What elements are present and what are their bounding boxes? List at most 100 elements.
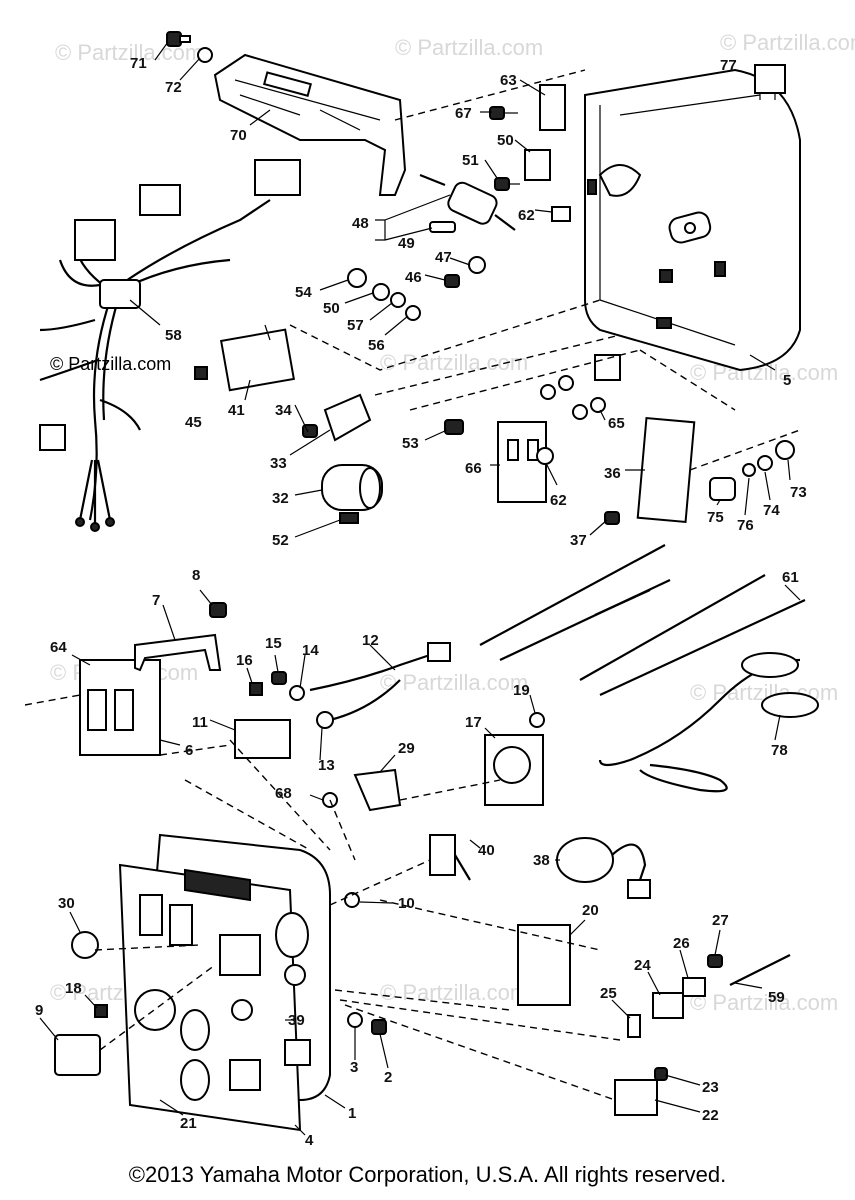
- callout-labels: 71 72 70 63 77 67 50 51 48 49 62 47 46 5…: [35, 55, 807, 1149]
- callout-75: 75: [707, 509, 724, 526]
- callout-46: 46: [405, 269, 422, 286]
- nut-65: [572, 404, 588, 420]
- callout-5: 5: [783, 372, 791, 389]
- screw-37: [604, 511, 620, 525]
- washer-56: [405, 305, 421, 321]
- callout-74: 74: [763, 502, 780, 519]
- washer-72: [197, 47, 213, 63]
- callout-50: 50: [497, 132, 514, 149]
- screw-67: [489, 106, 518, 120]
- callout-62: 62: [518, 207, 535, 224]
- callout-65: 65: [608, 415, 625, 432]
- washer-50: [372, 283, 390, 301]
- screw-45: [194, 366, 208, 380]
- callout-20: 20: [582, 902, 599, 919]
- receptacle-66: [497, 421, 547, 503]
- relay-77: [754, 64, 786, 100]
- switch-29: [353, 768, 402, 812]
- callout-30: 30: [58, 895, 75, 912]
- watermark-text: © Partzilla.com: [690, 990, 838, 1015]
- callout-15: 15: [265, 635, 282, 652]
- callout-21: 21: [180, 1115, 197, 1132]
- callout-56: 56: [368, 337, 385, 354]
- cable-78: [598, 652, 819, 793]
- nut-65: [540, 384, 556, 400]
- callout-32: 32: [272, 490, 289, 507]
- callout-67: 67: [455, 105, 472, 122]
- bracket-33: [323, 393, 372, 442]
- callout-9: 9: [35, 1002, 43, 1019]
- washer-3: [347, 1012, 363, 1028]
- lamp-14: [289, 685, 305, 701]
- receptacle-20: [517, 924, 571, 1006]
- callout-18: 18: [65, 980, 82, 997]
- callout-leaders: [39, 41, 801, 1136]
- callout-2: 2: [384, 1069, 392, 1086]
- circuit-breaker-64: [79, 659, 161, 756]
- screw-15: [271, 671, 287, 685]
- callout-22: 22: [702, 1107, 719, 1124]
- screw-23: [654, 1067, 668, 1081]
- knob-30: [71, 931, 99, 959]
- control-box-housing: [584, 68, 801, 372]
- washer-47: [468, 256, 486, 274]
- callout-77: 77: [720, 57, 737, 74]
- watermark-text: © Partzilla.com: [380, 670, 528, 695]
- callout-48: 48: [352, 215, 369, 232]
- key-switch-38: [556, 837, 651, 899]
- callout-76: 76: [737, 517, 754, 534]
- diode-40: [429, 834, 471, 881]
- callout-41: 41: [228, 402, 245, 419]
- switch-11: [234, 719, 291, 759]
- callout-64: 64: [50, 639, 67, 656]
- clamp-26: [682, 977, 706, 997]
- nut-62: [536, 447, 554, 465]
- washer-57: [390, 292, 406, 308]
- screw-53: [444, 419, 464, 435]
- callout-52: 52: [272, 532, 289, 549]
- terminal-24: [652, 992, 684, 1019]
- wire-harness: [39, 159, 301, 532]
- callout-27: 27: [712, 912, 729, 929]
- callout-38: 38: [533, 852, 550, 869]
- nut-62: [551, 206, 571, 222]
- bolt-71: [166, 31, 191, 47]
- callout-72: 72: [165, 79, 182, 96]
- nut-65: [590, 397, 606, 413]
- callout-66: 66: [465, 460, 482, 477]
- receptacle-22: [614, 1079, 658, 1116]
- watermark-text: © Partzilla.com: [380, 980, 528, 1005]
- callout-26: 26: [673, 935, 690, 952]
- callout-24: 24: [634, 957, 651, 974]
- terminal-75: [709, 477, 736, 501]
- callout-57: 57: [347, 317, 364, 334]
- washer-74: [757, 455, 773, 471]
- callout-50: 50: [323, 300, 340, 317]
- callout-53: 53: [402, 435, 419, 452]
- nut-16: [249, 682, 263, 696]
- callout-34: 34: [275, 402, 292, 419]
- nut-65: [558, 375, 574, 391]
- callout-8: 8: [192, 567, 200, 584]
- callout-29: 29: [398, 740, 415, 757]
- watermark-text: © Partzilla.com: [50, 354, 171, 374]
- watermark-text: © Partzilla.com: [395, 35, 543, 60]
- bracket-7: [134, 633, 222, 672]
- fuse-holder-48: [419, 173, 516, 231]
- nut-19: [529, 712, 545, 728]
- callout-16: 16: [236, 652, 253, 669]
- callout-70: 70: [230, 127, 247, 144]
- wire-59: [729, 954, 791, 986]
- callout-3: 3: [350, 1059, 358, 1076]
- callout-62: 62: [550, 492, 567, 509]
- copyright-notice: ©2013 Yamaha Motor Corporation, U.S.A. A…: [128, 1162, 727, 1187]
- callout-19: 19: [513, 682, 530, 699]
- callout-37: 37: [570, 532, 587, 549]
- screw-8: [209, 602, 227, 618]
- fuse-49: [429, 221, 456, 233]
- callout-4: 4: [305, 1132, 314, 1149]
- nut-10: [344, 892, 360, 908]
- cdi-unit-41: [219, 324, 295, 392]
- plate-63: [539, 84, 566, 131]
